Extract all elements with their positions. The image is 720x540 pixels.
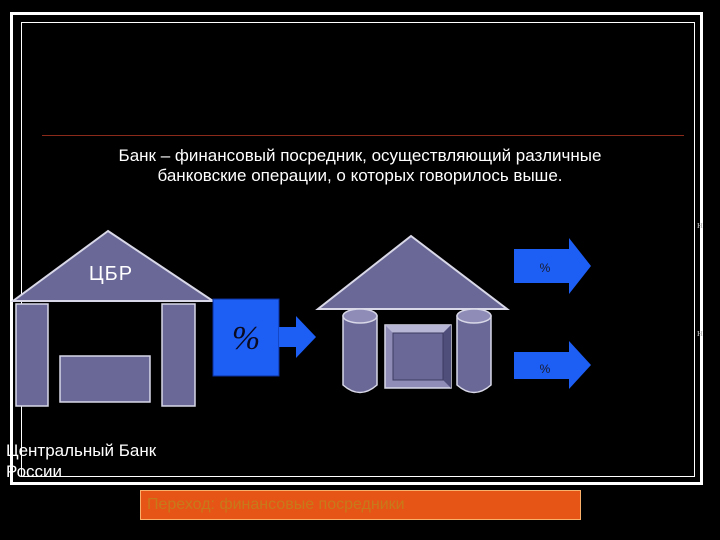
caption-line-1: Центральный Банк [6,441,157,460]
bank-definition: Банк – финансовый посредник, осуществляю… [60,146,660,186]
financial-intermediaries-link[interactable]: Переход: финансовые посредники [140,490,581,520]
title-divider [42,135,684,136]
commercial-bank-roof [315,234,510,310]
commercial-bank-right-column [456,315,492,394]
slide-frame-outer [10,12,703,485]
commercial-bank-left-capital [342,308,378,324]
central-bank-right-column [161,303,196,407]
commercial-bank-door-bevel [385,325,451,333]
transfer-arrow [279,316,316,358]
definition-line-1: Банк – финансовый посредник, осуществляю… [118,146,602,165]
commercial-bank-right-capital [456,308,492,324]
edge-glyph-lower: н [697,327,703,339]
central-bank-left-column [15,303,49,407]
commercial-bank-building [315,234,510,394]
upper-arrow-percent-label: % [540,261,551,275]
percent-transfer-box [212,298,280,377]
central-bank-door [59,355,151,403]
definition-line-2: банковские операции, о которых говорилос… [157,166,563,185]
central-bank-building [9,229,217,407]
central-bank-label: ЦБР [88,263,134,285]
central-bank-roof [9,229,217,302]
transfer-percent-label: % [232,320,260,357]
commercial-bank-left-column [342,315,378,394]
caption-line-2: России [6,462,63,481]
edge-glyph-upper: н [697,219,703,231]
central-bank-caption: Центральный Банк России [6,440,156,482]
slide-frame-inner [21,22,695,477]
lower-percent-arrow [514,341,591,389]
lower-arrow-percent-label: % [540,362,551,376]
upper-percent-arrow [514,238,591,294]
commercial-bank-door-shadow [443,325,451,388]
commercial-bank-door [392,332,444,381]
